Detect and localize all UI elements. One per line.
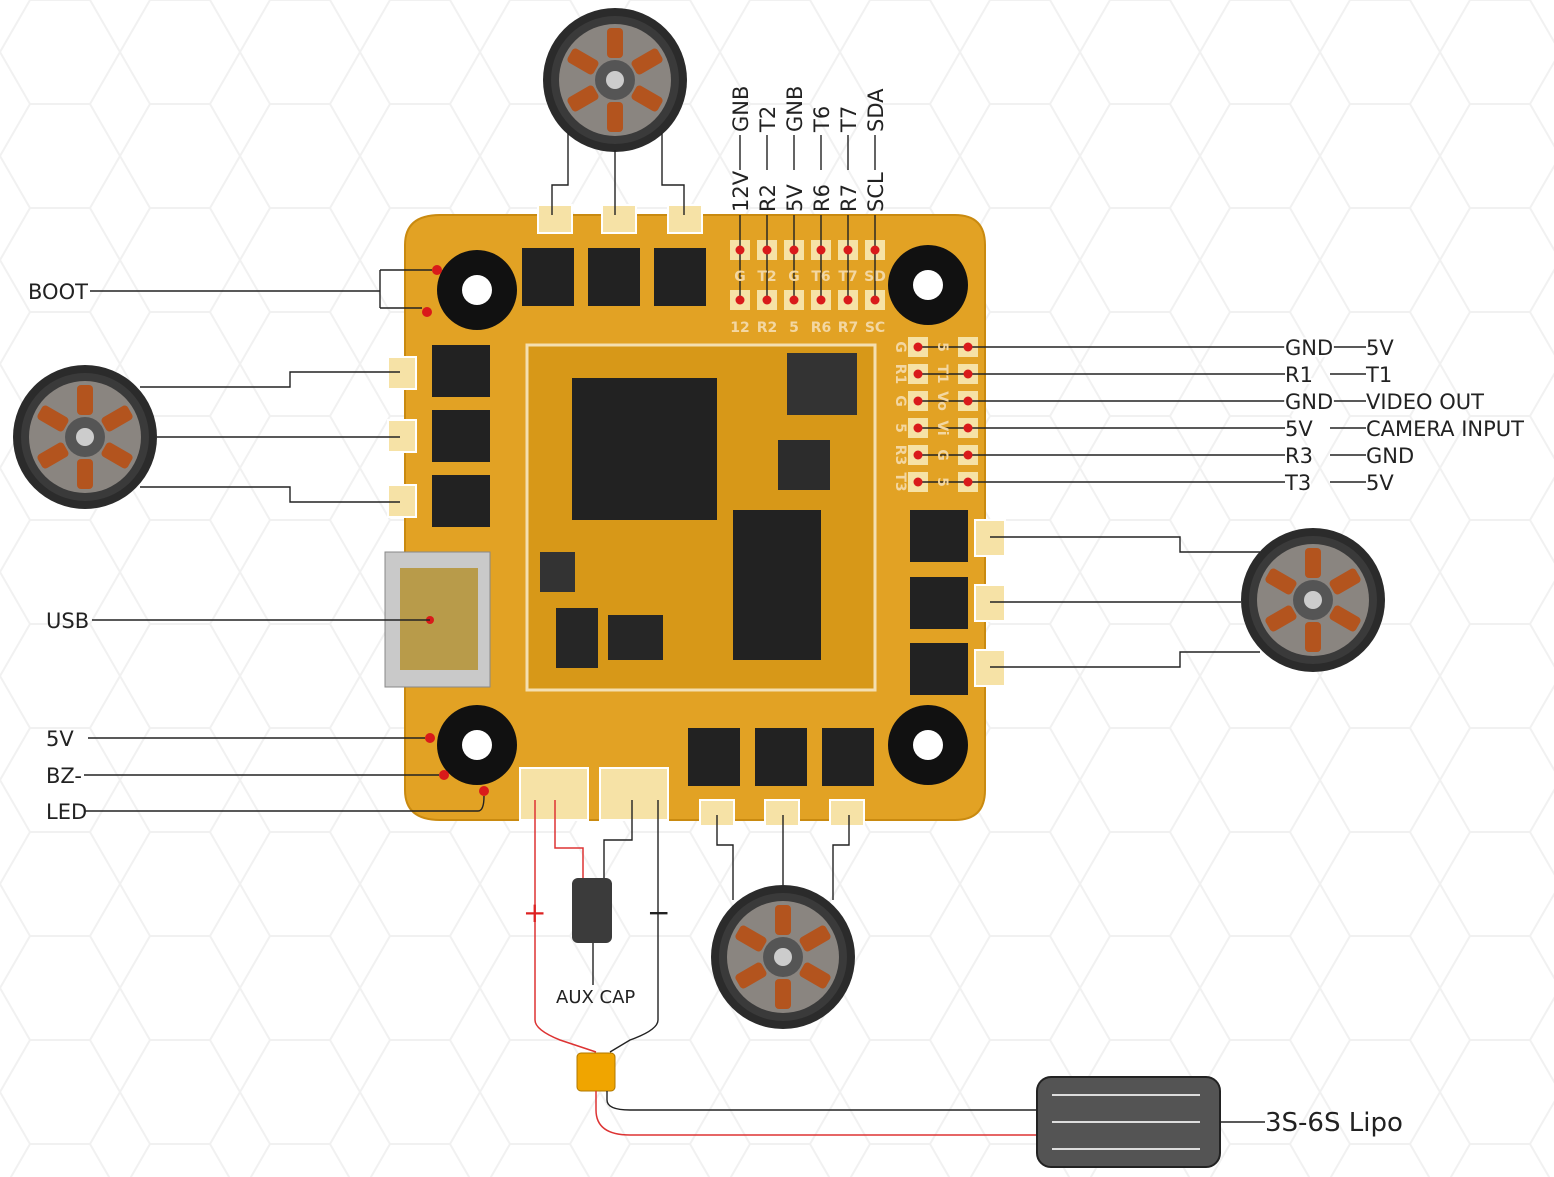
label-aux-cap: AUX CAP (556, 987, 635, 1008)
silk-outer: G (934, 449, 950, 461)
silk-outer: Vi (934, 420, 950, 435)
right-pin-label-outer: GND (1366, 444, 1414, 468)
pin-dot (913, 396, 923, 406)
pin-dot (735, 295, 745, 305)
silk-outer: Vo (934, 391, 950, 411)
pin-dot (913, 450, 923, 460)
silk-top: T2 (757, 269, 776, 285)
mounting-holes (437, 245, 968, 785)
pin-dot (963, 477, 973, 487)
label-5v: 5V (46, 727, 74, 751)
silk-inner: R1 (892, 364, 908, 385)
top-pin-label-bottom: SCL (864, 172, 888, 212)
top-pin-label-bottom: R6 (810, 184, 834, 212)
silk-outer: 5 (934, 342, 950, 352)
top-pin-label-top: GNB (783, 86, 807, 132)
silk-inner: G (892, 395, 908, 407)
osd-chip (733, 510, 821, 660)
silk-bottom: R2 (757, 320, 778, 336)
silk-top: G (734, 269, 746, 285)
top-pin-label-top: T6 (810, 106, 834, 133)
top-pin-label-bottom: R7 (837, 184, 861, 212)
pin-dot (963, 369, 973, 379)
pin-dot (963, 450, 973, 460)
pin-dot (762, 245, 772, 255)
label-led: LED (46, 800, 87, 824)
silk-bottom: 5 (789, 320, 799, 336)
pin-dot (843, 295, 853, 305)
mcu-chip (572, 378, 717, 520)
right-pin-label-inner: R1 (1285, 363, 1313, 387)
silk-top: SD (864, 269, 886, 285)
pin-dot (816, 245, 826, 255)
motor-wires (140, 133, 1260, 900)
top-pin-label-top: T2 (756, 106, 780, 133)
pin-dot (870, 295, 880, 305)
silk-bottom: SC (865, 320, 885, 336)
pin-dot (843, 245, 853, 255)
label-battery: 3S-6S Lipo (1265, 1108, 1403, 1138)
label-boot: BOOT (28, 280, 88, 304)
silk-inner: G (892, 341, 908, 353)
right-pin-label-inner: T3 (1284, 471, 1311, 495)
silk-outer: T1 (934, 364, 950, 383)
pin-dot (789, 295, 799, 305)
pin-dot (913, 423, 923, 433)
pin-dot (870, 245, 880, 255)
top-pin-label-bottom: 5V (783, 184, 807, 212)
silk-top: T7 (838, 269, 857, 285)
pin-dot (913, 369, 923, 379)
label-plus: + (523, 896, 546, 929)
silk-bottom: 12 (730, 320, 749, 336)
pin-dot (913, 342, 923, 352)
right-pin-label-outer: 5V (1366, 336, 1394, 360)
pin-dot (762, 295, 772, 305)
right-pin-label-inner: GND (1285, 336, 1333, 360)
pin-dot (816, 295, 826, 305)
silk-inner: R3 (892, 445, 908, 466)
right-pin-label-inner: GND (1285, 390, 1333, 414)
label-minus: − (647, 896, 670, 929)
silk-bottom: R7 (838, 320, 859, 336)
top-pin-label-bottom: R2 (756, 184, 780, 212)
silk-outer: 5 (934, 477, 950, 487)
right-pin-label-outer: CAMERA INPUT (1366, 417, 1524, 441)
pin-dot (963, 342, 973, 352)
top-pin-label-bottom: 12V (729, 170, 753, 212)
top-header: 12VGNBG12R2T2T2R25VGNBG5R6T6T6R6R7T7T7R7… (729, 86, 888, 336)
motor-bottom (711, 885, 855, 1029)
pin-dot (963, 423, 973, 433)
inductor (787, 353, 857, 415)
silk-top: T6 (811, 269, 830, 285)
aux-capacitor (572, 878, 612, 943)
right-pin-label-outer: VIDEO OUT (1366, 390, 1484, 414)
motor-top (543, 8, 687, 152)
motor-left (13, 365, 157, 509)
silk-top: G (788, 269, 800, 285)
top-pin-label-top: GNB (729, 86, 753, 132)
right-pin-label-outer: 5V (1366, 471, 1394, 495)
motor-right (1241, 528, 1385, 672)
label-usb: USB (46, 609, 89, 633)
xt60-connector (576, 1052, 616, 1092)
top-pin-label-top: SDA (864, 88, 888, 132)
pin-dot (789, 245, 799, 255)
pin-dot (913, 477, 923, 487)
silk-bottom: R6 (811, 320, 832, 336)
right-pin-label-outer: T1 (1365, 363, 1392, 387)
power-wiring (534, 800, 1265, 1168)
left-pads (84, 265, 489, 812)
top-pin-label-top: T7 (837, 106, 861, 133)
right-pin-label-inner: R3 (1285, 444, 1313, 468)
pin-dot (963, 396, 973, 406)
silk-inner: 5 (892, 423, 908, 433)
right-pin-label-inner: 5V (1285, 417, 1313, 441)
label-bz: BZ- (46, 764, 82, 788)
silk-inner: T3 (892, 472, 908, 491)
pin-dot (735, 245, 745, 255)
flight-controller-board (384, 204, 1006, 827)
